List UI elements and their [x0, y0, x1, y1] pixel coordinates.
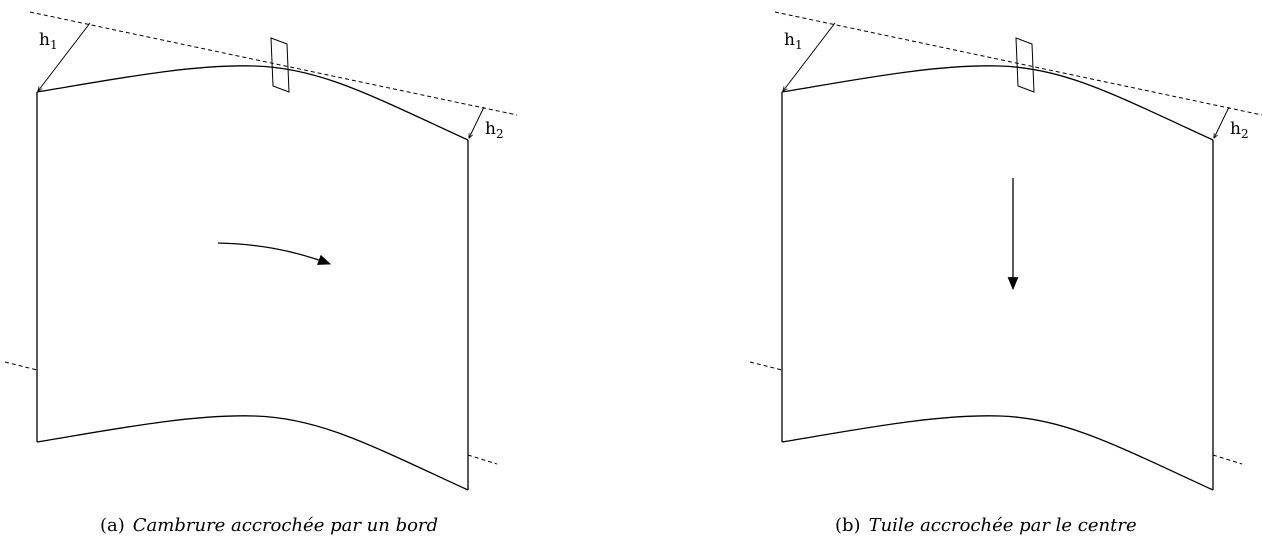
- sheet-bottom-edge: [781, 415, 1214, 491]
- label-h1: h1: [39, 30, 58, 52]
- panel-b: h1 h2 (b)Tuile accrochée par le centre: [749, 11, 1262, 536]
- label-h2: h2: [1230, 119, 1249, 141]
- clip: [1015, 37, 1035, 93]
- top-tangent-line: [29, 11, 518, 116]
- sheet-top-edge: [781, 65, 1214, 141]
- label-h2: h2: [485, 119, 504, 141]
- h2-arrow: [469, 106, 485, 138]
- h2-arrow: [1214, 106, 1230, 138]
- sheet-bottom-edge: [36, 415, 469, 491]
- h1-arrow: [38, 22, 91, 91]
- lower-left-dash: [749, 361, 783, 371]
- caption-b: (b)Tuile accrochée par le centre: [835, 515, 1137, 536]
- lower-right-dash: [1212, 454, 1243, 465]
- curved-arrow: [217, 242, 332, 265]
- h1-arrow: [783, 22, 836, 91]
- top-tangent-line: [774, 11, 1262, 116]
- caption-a: (a)Cambrure accrochée par un bord: [100, 515, 438, 536]
- label-h1: h1: [784, 30, 803, 52]
- sheet-top-edge: [36, 65, 469, 141]
- clip: [270, 37, 290, 93]
- panel-a: h1 h2 (a)Cambrure accrochée par un bord: [4, 11, 518, 536]
- lower-left-dash: [4, 361, 38, 371]
- lower-right-dash: [467, 454, 498, 465]
